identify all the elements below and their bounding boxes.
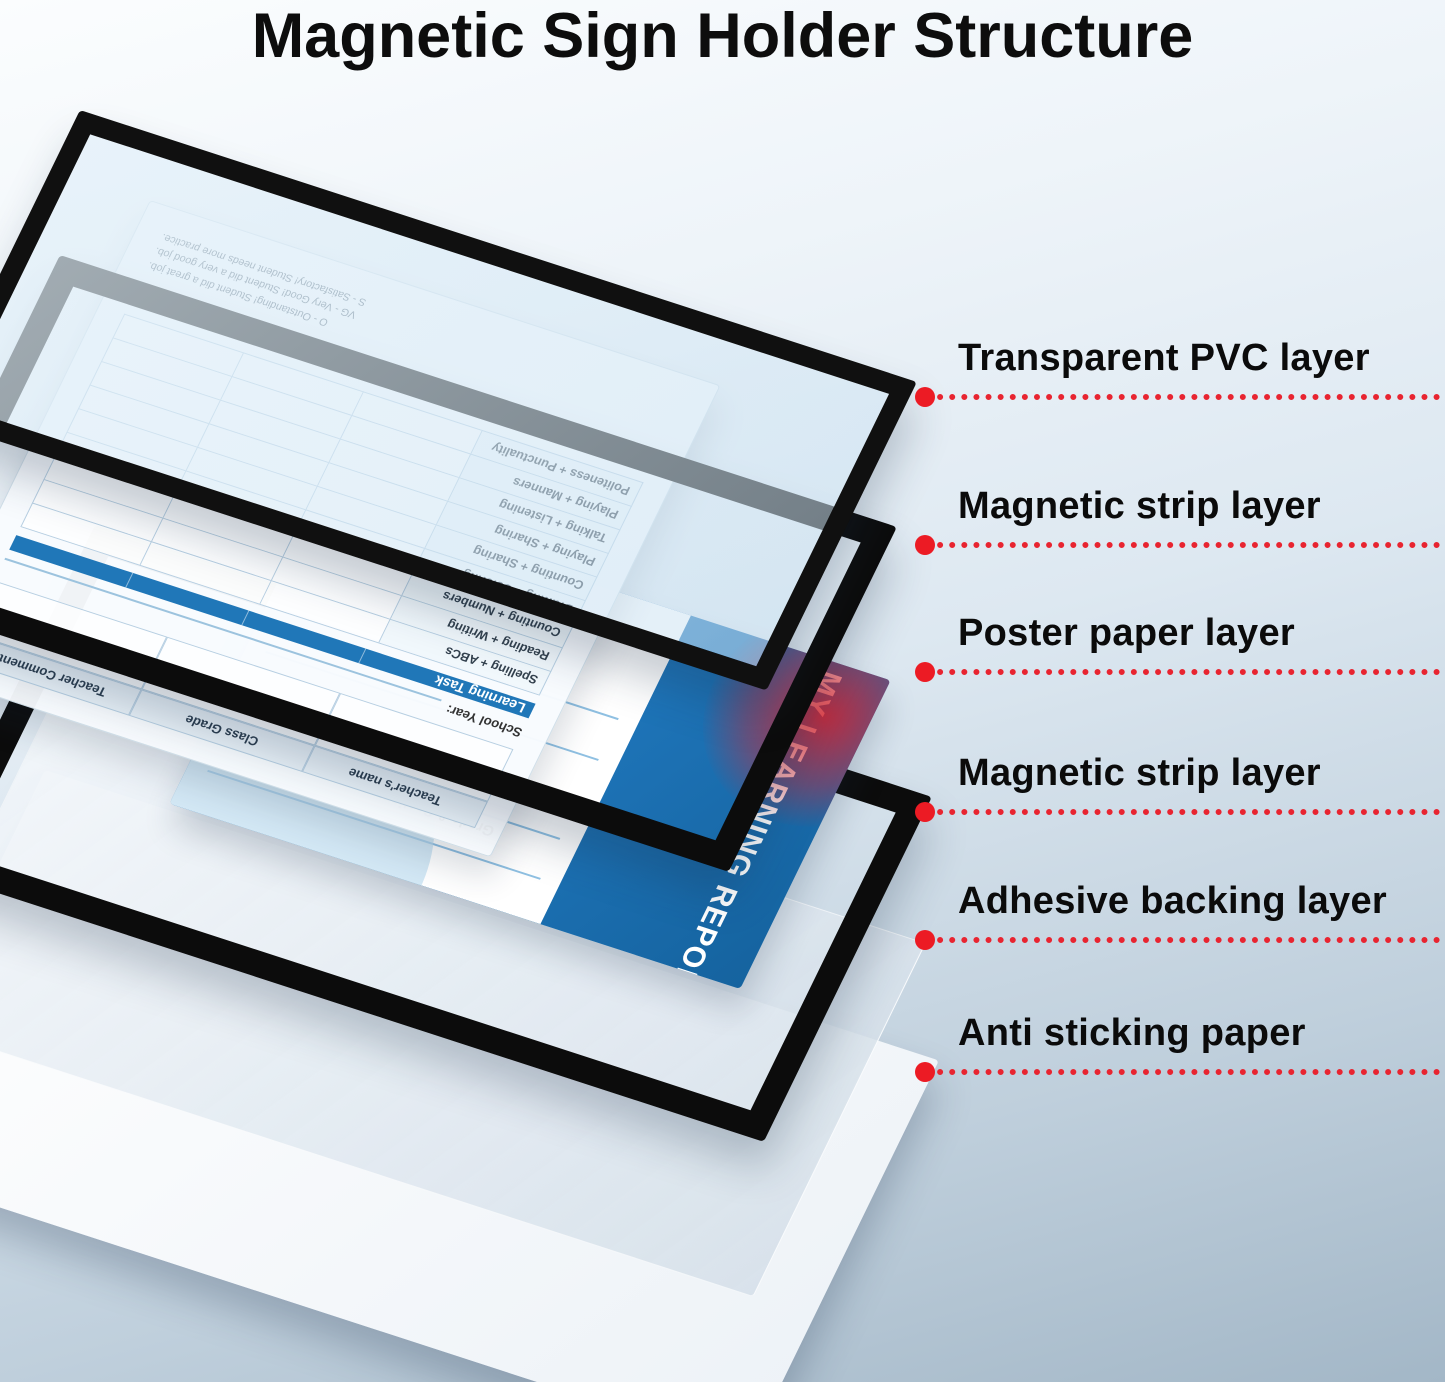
callout-label: Transparent PVC layer (958, 337, 1370, 379)
callout-transparent-pvc: Transparent PVC layer (915, 337, 1440, 407)
callout-label: Magnetic strip layer (958, 485, 1321, 527)
dotted-leader-line (915, 1062, 1440, 1082)
callout-label: Poster paper layer (958, 612, 1296, 654)
callout-magnetic-strip-top: Magnetic strip layer (915, 485, 1440, 555)
callout-label: Adhesive backing layer (958, 880, 1388, 922)
dotted-leader-line (915, 387, 1440, 407)
diagram-title: Magnetic Sign Holder Structure (251, 1, 1194, 71)
red-dot-marker (915, 662, 935, 682)
callout-magnetic-strip-bottom: Magnetic strip layer (915, 752, 1440, 822)
dotted-leader-line (915, 930, 1440, 950)
red-dot-marker (915, 802, 935, 822)
dotted-leader-line (915, 535, 1440, 555)
callout-label: Magnetic strip layer (958, 752, 1321, 794)
red-dot-marker (915, 930, 935, 950)
callout-anti-sticking-paper: Anti sticking paper (915, 1012, 1440, 1082)
callout-poster-paper: Poster paper layer (915, 612, 1440, 682)
red-dot-marker (915, 1062, 935, 1082)
dotted-leader-line (915, 662, 1440, 682)
callout-adhesive-backing: Adhesive backing layer (915, 880, 1440, 950)
callout-label: Anti sticking paper (958, 1012, 1306, 1054)
red-dot-marker (915, 535, 935, 555)
dotted-leader-line (915, 802, 1440, 822)
red-dot-marker (915, 387, 935, 407)
